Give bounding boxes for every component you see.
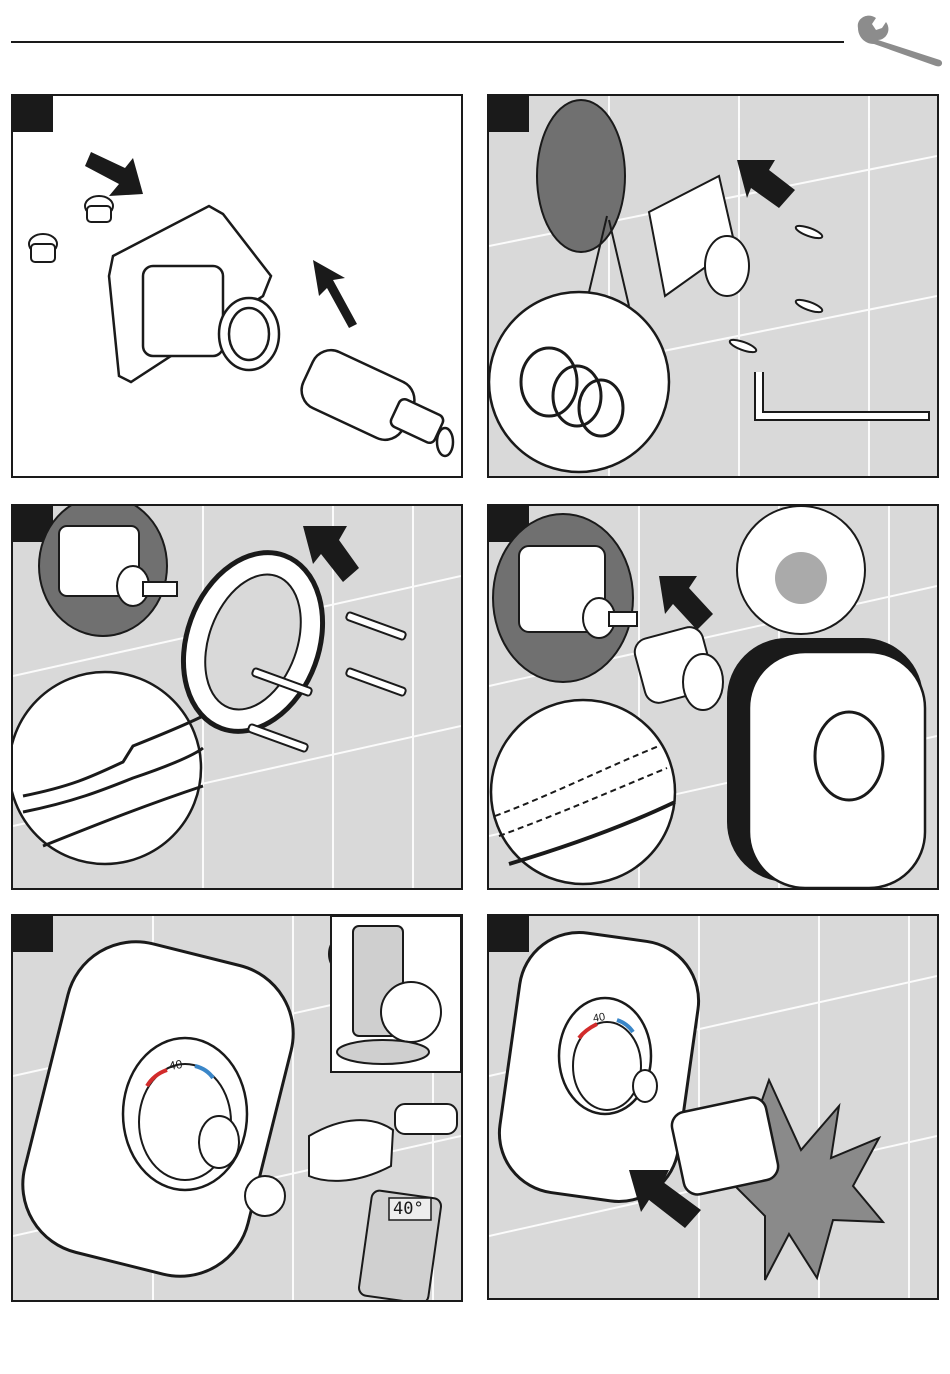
arrow-icon bbox=[85, 152, 143, 196]
panel-step-3 bbox=[11, 504, 463, 890]
thermometer-display: 40° bbox=[393, 1199, 424, 1219]
arrow-icon bbox=[313, 260, 357, 328]
header-rule bbox=[11, 41, 844, 43]
dial-temperature-label: 40 bbox=[592, 1011, 606, 1025]
panel-step-1 bbox=[11, 94, 463, 478]
cover-installation-illustration bbox=[489, 506, 937, 888]
handle-fitting-illustration bbox=[489, 916, 937, 1298]
wrench-icon bbox=[852, 12, 944, 68]
panel-step-2 bbox=[487, 94, 939, 478]
panel-step-6: 40 bbox=[487, 914, 939, 1300]
panel-step-4 bbox=[487, 504, 939, 890]
mounting-illustration bbox=[489, 96, 937, 476]
valve-assembly-illustration bbox=[13, 96, 461, 476]
plate-seal-illustration bbox=[13, 506, 461, 888]
dial-temperature-label: 40 bbox=[168, 1057, 184, 1073]
panel-step-5: 40 40° bbox=[11, 914, 463, 1302]
temperature-calibration-illustration bbox=[13, 916, 461, 1300]
